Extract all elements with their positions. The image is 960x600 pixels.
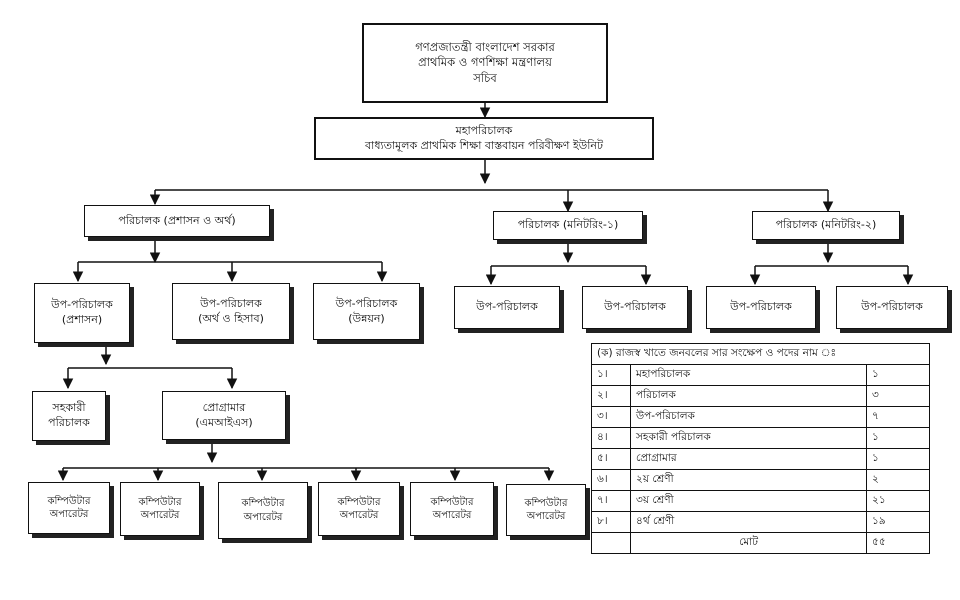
deputy-finance-title: উপ-পরিচালক bbox=[200, 296, 262, 310]
director-admin-box: পরিচালক (প্রশাসন ও অর্থ) bbox=[84, 205, 270, 237]
operator-5-line1: কম্পিউটার bbox=[430, 496, 474, 508]
table-caption: (ক) রাজস্ব খাতে জনবলের সার সংক্ষেপ ও পদে… bbox=[591, 343, 930, 365]
secretary-label: সচিব bbox=[473, 70, 497, 85]
table-row: ২। পরিচালক ৩ bbox=[591, 385, 930, 407]
assistant-director-line1: সহকারী bbox=[52, 401, 86, 415]
secretary-box: গণপ্রজাতন্ত্রী বাংলাদেশ সরকার প্রাথমিক ও… bbox=[362, 23, 608, 103]
operator-box-6: কম্পিউটার অপারেটর bbox=[506, 484, 586, 536]
post-count: ১ bbox=[866, 427, 930, 449]
post-count: ১ bbox=[866, 448, 930, 470]
director-monitoring-1-label: পরিচালক (মনিটরিং-১) bbox=[517, 218, 619, 232]
row-number: ২। bbox=[591, 385, 631, 407]
post-name: উপ-পরিচালক bbox=[630, 406, 867, 428]
post-count: ১ bbox=[866, 364, 930, 386]
post-count: ২ bbox=[866, 469, 930, 491]
deputy-admin-dept: (প্রশাসন) bbox=[61, 313, 103, 326]
operator-1-line1: কম্পিউটার bbox=[47, 495, 91, 507]
operator-box-4: কম্পিউটার অপারেটর bbox=[318, 482, 400, 536]
staff-summary-table: (ক) রাজস্ব খাতে জনবলের সার সংক্ষেপ ও পদে… bbox=[591, 343, 930, 554]
operator-3-line1: কম্পিউটার bbox=[241, 498, 285, 509]
deputy-admin-title: উপ-পরিচালক bbox=[51, 298, 113, 312]
table-row: ৬। ২য় শ্রেণী ২ bbox=[591, 469, 930, 491]
deputy-admin-box: উপ-পরিচালক (প্রশাসন) bbox=[34, 283, 130, 343]
govt-label: গণপ্রজাতন্ত্রী বাংলাদেশ সরকার bbox=[415, 39, 555, 54]
operator-1-line2: অপারেটর bbox=[49, 509, 89, 520]
table-row: ৭। ৩য় শ্রেণী ২১ bbox=[591, 490, 930, 512]
director-monitoring-2-label: পরিচালক (মনিটরিং-২) bbox=[775, 218, 877, 232]
table-total-row: মোট ৫৫ bbox=[591, 532, 930, 554]
deputy-monitoring-1a-label: উপ-পরিচালক bbox=[476, 300, 538, 314]
deputy-monitoring-1b-box: উপ-পরিচালক bbox=[582, 286, 688, 329]
operator-box-2: কম্পিউটার অপারেটর bbox=[120, 482, 200, 536]
ministry-label: প্রাথমিক ও গণশিক্ষা মন্ত্রণালয় bbox=[418, 55, 552, 70]
operator-box-3: কম্পিউটার অপারেটর bbox=[218, 482, 308, 539]
row-number: ৬। bbox=[591, 469, 631, 491]
row-number: ৫। bbox=[591, 448, 631, 470]
total-count: ৫৫ bbox=[866, 532, 930, 554]
post-name: ৩য় শ্রেণী bbox=[630, 490, 867, 512]
table-caption-row: (ক) রাজস্ব খাতে জনবলের সার সংক্ষেপ ও পদে… bbox=[591, 343, 930, 365]
operator-2-line1: কম্পিউটার bbox=[138, 496, 182, 508]
post-name: পরিচালক bbox=[630, 385, 867, 407]
deputy-finance-box: উপ-পরিচালক (অর্থ ও হিসাব) bbox=[172, 283, 290, 340]
post-name: ৪র্থ শ্রেণী bbox=[630, 511, 867, 533]
operator-5-line2: অপারেটর bbox=[432, 510, 472, 521]
director-general-label: মহাপরিচালক bbox=[455, 123, 513, 137]
total-label: মোট bbox=[630, 532, 867, 554]
unit-label: বাধ্যতামূলক প্রাথমিক শিক্ষা বাস্তবায়ন প… bbox=[365, 138, 603, 152]
table-row: ৩। উপ-পরিচালক ৭ bbox=[591, 406, 930, 428]
assistant-director-box: সহকারী পরিচালক bbox=[32, 391, 106, 441]
deputy-development-dept: (উন্নয়ন) bbox=[348, 311, 385, 325]
director-monitoring-2-box: পরিচালক (মনিটরিং-২) bbox=[752, 211, 900, 240]
post-name: ২য় শ্রেণী bbox=[630, 469, 867, 491]
programmer-title: প্রোগ্রামার bbox=[202, 400, 246, 414]
total-number-cell bbox=[591, 532, 631, 554]
director-general-box: মহাপরিচালক বাধ্যতামূলক প্রাথমিক শিক্ষা ব… bbox=[314, 117, 654, 160]
table-row: ৫। প্রোগ্রামার ১ bbox=[591, 448, 930, 470]
operator-6-line2: অপারেটর bbox=[526, 511, 566, 522]
post-count: ৩ bbox=[866, 385, 930, 407]
director-monitoring-1-box: পরিচালক (মনিটরিং-১) bbox=[493, 211, 643, 240]
table-row: ৪। সহকারী পরিচালক ১ bbox=[591, 427, 930, 449]
post-count: ১৯ bbox=[866, 511, 930, 533]
deputy-development-box: উপ-পরিচালক (উন্নয়ন) bbox=[313, 283, 420, 340]
deputy-monitoring-2b-box: উপ-পরিচালক bbox=[836, 286, 948, 329]
post-count: ২১ bbox=[866, 490, 930, 512]
row-number: ৪। bbox=[591, 427, 631, 449]
row-number: ৭। bbox=[591, 490, 631, 512]
operator-3-line2: অপারেটর bbox=[243, 511, 283, 523]
deputy-development-title: উপ-পরিচালক bbox=[335, 296, 398, 310]
programmer-dept: (এমআইএস) bbox=[195, 415, 253, 429]
deputy-monitoring-1a-box: উপ-পরিচালক bbox=[454, 286, 560, 329]
deputy-monitoring-2a-label: উপ-পরিচালক bbox=[730, 300, 792, 314]
post-name: প্রোগ্রামার bbox=[630, 448, 867, 470]
row-number: ৩। bbox=[591, 406, 631, 428]
post-count: ৭ bbox=[866, 406, 930, 428]
row-number: ১। bbox=[591, 364, 631, 386]
post-name: মহাপরিচালক bbox=[630, 364, 867, 386]
assistant-director-line2: পরিচালক bbox=[48, 416, 90, 429]
table-row: ৮। ৪র্থ শ্রেণী ১৯ bbox=[591, 511, 930, 533]
operator-2-line2: অপারেটর bbox=[140, 510, 180, 521]
deputy-monitoring-1b-label: উপ-পরিচালক bbox=[604, 300, 666, 314]
table-row: ১। মহাপরিচালক ১ bbox=[591, 364, 930, 386]
deputy-monitoring-2a-box: উপ-পরিচালক bbox=[706, 286, 816, 329]
deputy-monitoring-2b-label: উপ-পরিচালক bbox=[861, 300, 923, 314]
operator-6-line1: কম্পিউটার bbox=[524, 497, 568, 509]
operator-box-5: কম্পিউটার অপারেটর bbox=[410, 482, 494, 536]
operator-4-line1: কম্পিউটার bbox=[337, 496, 381, 508]
deputy-finance-dept: (অর্থ ও হিসাব) bbox=[198, 311, 264, 325]
post-name: সহকারী পরিচালক bbox=[630, 427, 867, 449]
row-number: ৮। bbox=[591, 511, 631, 533]
operator-4-line2: অপারেটর bbox=[339, 510, 379, 521]
director-admin-label: পরিচালক (প্রশাসন ও অর্থ) bbox=[118, 213, 236, 227]
programmer-box: প্রোগ্রামার (এমআইএস) bbox=[162, 391, 286, 440]
operator-box-1: কম্পিউটার অপারেটর bbox=[28, 482, 110, 534]
